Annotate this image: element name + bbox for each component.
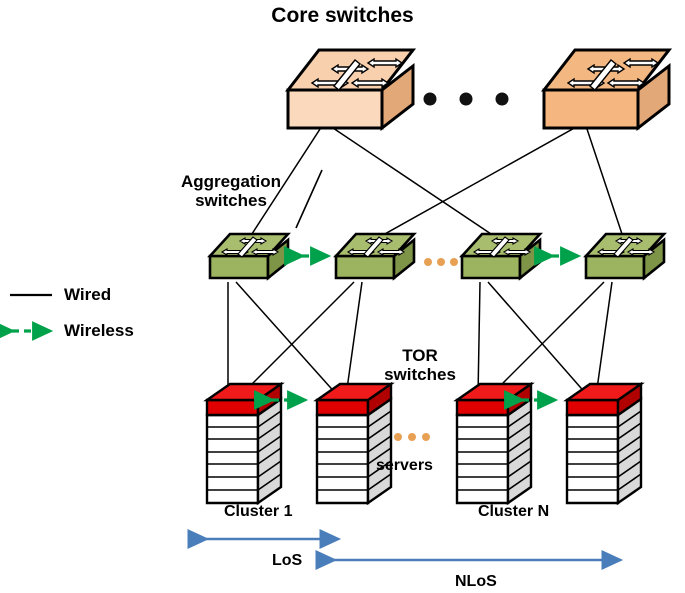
rack-3[interactable]	[453, 381, 535, 506]
rack-4[interactable]	[563, 381, 645, 506]
tor-switch-4[interactable]	[563, 381, 645, 418]
aggregation-switch-1[interactable]	[207, 232, 291, 281]
aggregation-switch-1-arrows	[220, 236, 280, 258]
wired-links-core-to-aggregation	[247, 125, 625, 241]
aggregation-switches-label-line1: Aggregation	[180, 172, 282, 191]
aggregation-switch-3-arrows	[472, 236, 532, 258]
rack-2-server-slots	[317, 410, 392, 491]
rack-tier-ellipsis	[394, 433, 430, 441]
aggregation-switch-3[interactable]	[459, 232, 543, 281]
core-switch-2-arrows	[566, 57, 660, 91]
aggregation-tier-ellipsis	[424, 258, 458, 266]
core-switch-1-arrows	[310, 57, 404, 91]
tor-switch-2[interactable]	[313, 381, 395, 418]
servers-label: servers	[376, 457, 433, 474]
aggregation-switch-4[interactable]	[583, 232, 667, 281]
cluster-last-label: Cluster N	[478, 503, 550, 520]
core-tier-ellipsis	[423, 92, 509, 106]
rack-3-server-slots	[457, 410, 532, 491]
rack-1[interactable]	[203, 381, 285, 506]
tor-switches-label-line2: switches	[384, 365, 456, 385]
legend-wired-label: Wired	[64, 285, 112, 304]
aggregation-switches-label-line2: switches	[195, 191, 267, 211]
aggregation-switches-label: Aggregation switches	[168, 172, 294, 210]
page-title: Core switches	[271, 4, 414, 27]
aggregation-switch-4-arrows	[596, 236, 656, 258]
wired-links-aggregation-to-tor	[227, 281, 613, 397]
aggregation-switch-2[interactable]	[333, 232, 417, 281]
tor-switches-label: TOR switches	[372, 346, 468, 384]
nlos-label: NLoS	[455, 573, 497, 590]
aggregation-switch-2-arrows	[346, 236, 406, 258]
core-switch-1[interactable]	[284, 48, 417, 132]
cluster-first-label: Cluster 1	[224, 503, 293, 520]
tor-switches-label-line1: TOR	[402, 346, 438, 365]
los-label: LoS	[272, 552, 303, 569]
legend-wireless-label: Wireless	[64, 321, 134, 340]
aggregation-label-leader	[295, 169, 323, 229]
rack-4-server-slots	[567, 410, 642, 491]
rack-2[interactable]	[313, 381, 395, 506]
rack-1-server-slots	[207, 410, 282, 491]
core-switch-2[interactable]	[540, 48, 673, 132]
